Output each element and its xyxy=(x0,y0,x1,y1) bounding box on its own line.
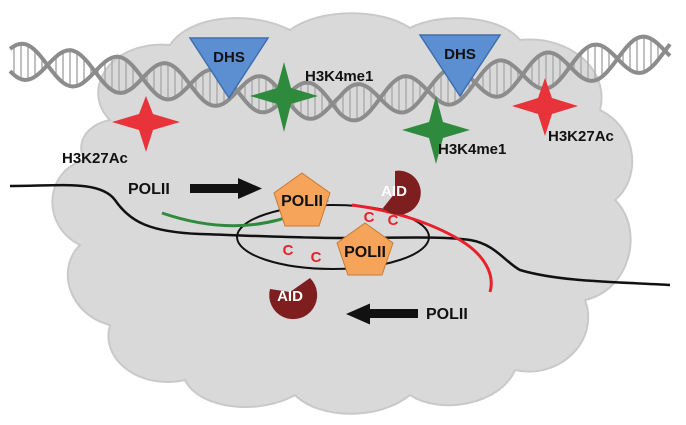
polii-label-bottom: POLII xyxy=(344,244,386,261)
h3k27ac-star-right xyxy=(512,78,578,136)
h3k27ac-label-left: H3K27Ac xyxy=(62,150,128,167)
dhs-label-right: DHS xyxy=(444,46,476,63)
left-arrow-icon xyxy=(346,303,418,325)
dna-backbone xyxy=(8,41,672,123)
h3k4me1-star-top xyxy=(250,62,318,132)
c-mark: C xyxy=(364,209,375,226)
c-mark: C xyxy=(311,249,322,266)
c-mark: C xyxy=(388,212,399,229)
dhs-marker-right: DHS xyxy=(418,34,502,98)
c-mark: C xyxy=(283,242,294,259)
dna-helix xyxy=(8,34,672,123)
h3k4me1-star-bottom xyxy=(402,96,470,164)
h3k27ac-label-right: H3K27Ac xyxy=(548,128,614,145)
polii-arrow-label-right: POLII xyxy=(426,306,468,323)
h3k27ac-star-left xyxy=(112,96,180,152)
polii-enzyme-top: POLII xyxy=(273,172,331,227)
h3k4me1-label-top: H3K4me1 xyxy=(305,68,373,85)
polii-arrow-label-left: POLII xyxy=(128,181,170,198)
nucleus-cloud xyxy=(51,12,634,415)
aid-label-top: AID xyxy=(381,183,407,200)
enhancer-loop xyxy=(236,204,430,270)
dhs-marker-left: DHS xyxy=(188,37,270,100)
dna-backbone xyxy=(8,34,672,121)
right-arrow-icon xyxy=(190,178,262,199)
h3k4me1-label-bottom: H3K4me1 xyxy=(438,141,506,158)
aid-enzyme-bottom: AID xyxy=(269,278,318,320)
polii-label-top: POLII xyxy=(281,193,323,210)
aid-label-bottom: AID xyxy=(277,288,303,305)
aid-enzyme-top: AID xyxy=(381,170,421,215)
dhs-label-left: DHS xyxy=(213,49,245,66)
chromatin-line xyxy=(9,183,671,287)
red-transcript xyxy=(351,203,493,293)
polii-enzyme-bottom: POLII xyxy=(336,222,394,276)
